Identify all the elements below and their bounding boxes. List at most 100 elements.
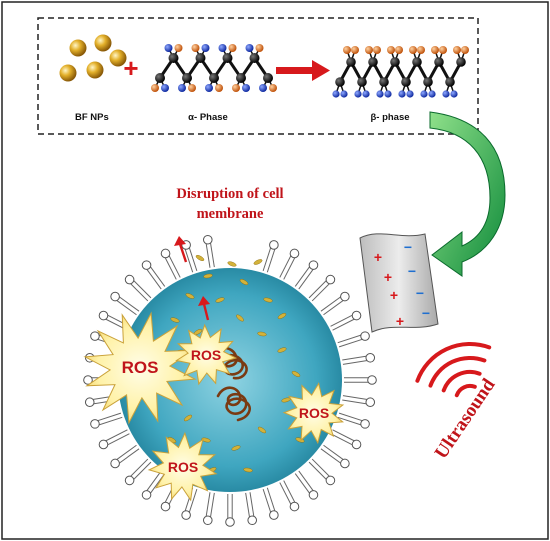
lipid-tail <box>187 244 198 272</box>
beta-atom-f <box>431 46 439 54</box>
lipid-tail <box>323 297 347 316</box>
alpha-atom <box>255 44 264 52</box>
ros-group <box>83 311 345 502</box>
alpha-atom <box>174 44 183 52</box>
lipid-tail <box>262 488 273 516</box>
beta-atom-h <box>450 90 458 98</box>
beta-atom-h <box>398 90 406 98</box>
ros-burst-top <box>175 323 238 386</box>
ultrasound-arc <box>441 370 482 393</box>
lipid-tail <box>163 254 177 280</box>
disruption-line2: membrane <box>197 206 264 222</box>
beta-carbon <box>434 57 444 67</box>
beta-carbon <box>456 57 466 67</box>
lipid-tail <box>342 395 371 401</box>
cell-nanoparticle <box>183 414 193 422</box>
lipid-tail <box>205 492 211 520</box>
lipid-head <box>269 510 279 520</box>
lipid-head <box>351 439 362 450</box>
lipid-tail <box>113 297 137 316</box>
lipid-tail <box>332 429 358 443</box>
lipid-tail <box>279 482 293 508</box>
lipid-head <box>360 331 370 341</box>
alpha-atom <box>228 44 237 52</box>
lipid-head <box>308 260 319 270</box>
lipid-head <box>308 490 319 500</box>
lipid-head <box>351 310 362 321</box>
beta-atom-h <box>428 90 436 98</box>
dna-icon <box>208 346 251 422</box>
alpha-atom <box>191 44 200 52</box>
alpha-carbon <box>168 53 179 63</box>
positive-charge: + <box>374 249 382 265</box>
lipid-tail <box>249 492 255 520</box>
alpha-label: α- Phase <box>188 112 228 123</box>
alpha-atom <box>161 84 169 92</box>
lipid-tail <box>116 448 140 466</box>
lipid-tail <box>127 458 149 480</box>
lipid-head <box>160 501 171 512</box>
lipid-head <box>365 352 376 363</box>
lipid-head <box>141 260 152 270</box>
lipid-head <box>269 240 279 250</box>
beta-carbon <box>346 57 356 67</box>
alpha-carbon <box>222 53 233 63</box>
beta-atom-h <box>332 90 340 98</box>
beta-carbon <box>335 77 345 87</box>
lipid-tail <box>308 461 330 483</box>
lipid-head <box>90 419 100 429</box>
beta-atom-h <box>340 90 348 98</box>
lipid-tail <box>209 492 215 521</box>
negative-charge: − <box>404 239 412 255</box>
lipid-tail <box>130 277 152 299</box>
cell-nanoparticle <box>239 279 249 285</box>
lipid-tail <box>283 480 297 506</box>
ros-label-large: ROS <box>122 358 159 377</box>
lipid-head <box>289 248 300 259</box>
lipid-head <box>202 515 213 526</box>
beta-carbon <box>445 77 455 87</box>
cell-nanoparticle <box>263 297 273 303</box>
cell-nanoparticle <box>227 261 237 267</box>
cell-nanoparticle <box>295 437 305 443</box>
disruption-line1: Disruption of cell <box>176 186 283 202</box>
lipid-tail <box>279 252 293 278</box>
cell-nanoparticle <box>170 317 180 323</box>
cell-nanoparticle <box>203 273 213 279</box>
lipid-tail <box>187 488 198 516</box>
piezo-film <box>359 233 439 333</box>
lipid-tail <box>102 429 128 443</box>
lipid-head <box>225 517 235 527</box>
alpha-atom <box>242 84 250 92</box>
bf-nanoparticle <box>59 64 77 82</box>
beta-atom-f <box>439 46 447 54</box>
ros-label-right: ROS <box>299 405 329 421</box>
lipid-tail <box>342 359 371 365</box>
alpha-carbon <box>249 53 260 63</box>
ultrasound-wave-icon <box>415 342 492 398</box>
alpha-atom <box>164 44 173 52</box>
beta-carbon <box>390 57 400 67</box>
ultrasound-arc <box>428 355 487 388</box>
alpha-atom <box>232 84 240 92</box>
bf-nanoparticles <box>59 34 127 82</box>
lipid-tail <box>183 245 194 273</box>
alpha-atom <box>215 84 223 92</box>
alpha-carbon <box>182 73 192 83</box>
lipid-tail <box>298 266 316 290</box>
ros-label-top: ROS <box>191 347 221 363</box>
positive-charge: + <box>390 287 398 303</box>
beta-label: β- phase <box>370 112 409 123</box>
lipid-tail <box>330 313 356 327</box>
alpha-atom <box>178 84 186 92</box>
top-panel-box <box>37 17 479 135</box>
lipid-tail <box>104 433 130 447</box>
beta-atom-f <box>409 46 417 54</box>
lipid-tail <box>332 317 358 331</box>
ultrasound-arc <box>415 342 492 383</box>
negative-charge: − <box>416 285 424 301</box>
lipid-tail <box>127 280 149 302</box>
lipid-tail <box>320 448 344 466</box>
beta-atom-h <box>384 90 392 98</box>
